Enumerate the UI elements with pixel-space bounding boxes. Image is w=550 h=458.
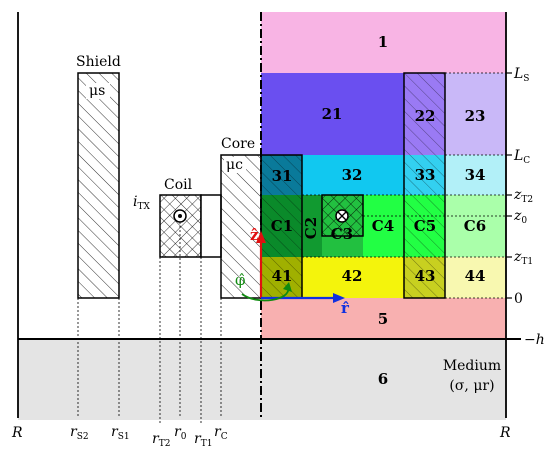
axis-label-z0: z0 [513, 208, 527, 226]
core-hatch-right [261, 155, 302, 298]
phi-arrowhead [283, 282, 292, 292]
region-label-41: 41 [272, 267, 293, 285]
axis-label-zero: 0 [514, 291, 523, 307]
region-label-C3: C3 [331, 225, 353, 243]
coil-current-in-x2 [337, 211, 347, 221]
bottom-label-rS2: rS2 [70, 424, 89, 442]
region-42-fill [302, 257, 404, 298]
axis-label-Ls: LS [513, 66, 529, 84]
region-1-fill [261, 12, 506, 73]
region-label-43: 43 [415, 267, 436, 285]
region-34-fill [445, 155, 506, 195]
core-rect [220, 154, 262, 299]
phi-hat-label: φ̂ [235, 271, 246, 289]
bottom-label-rC: rC [214, 424, 228, 442]
region-label-21: 21 [322, 105, 343, 123]
bottom-label-R-left: R [11, 425, 23, 441]
region-label-44: 44 [465, 267, 486, 285]
region-label-6: 6 [378, 370, 388, 388]
region-label-32: 32 [342, 166, 363, 184]
medium-params: (σ, μr) [449, 378, 494, 394]
region-label-C2: C2 [302, 217, 320, 239]
core-label: Core [221, 136, 255, 152]
z-hat-label: ẑ [250, 226, 259, 244]
shield-mu-label: μs [89, 83, 105, 99]
bottom-label-r0: r0 [174, 424, 187, 442]
itx-label: iTX [133, 194, 150, 212]
core-label-bg [224, 157, 246, 173]
region-C2-fill [302, 195, 322, 257]
axis-label-Lc: LC [513, 148, 530, 166]
region-label-5: 5 [378, 310, 388, 328]
medium-title: Medium [443, 358, 501, 374]
r-axis-arrowhead [333, 293, 345, 303]
region-label-C4: C4 [372, 217, 394, 235]
core-mu-label: μc [226, 157, 243, 173]
coil-current-out-dot [178, 214, 182, 218]
bottom-label-rT1: rT1 [194, 431, 212, 449]
vertical-guides [77, 222, 222, 425]
region-C4-fill [363, 195, 404, 257]
region-label-22: 22 [415, 107, 436, 125]
coil-to-core-plate [200, 194, 222, 258]
region-label-C5: C5 [414, 217, 436, 235]
shield-hatch-right [404, 73, 445, 298]
z-axis-arrowhead [256, 231, 266, 243]
axis-label-zT2: zT2 [513, 187, 533, 205]
bottom-label-R-right: R [499, 425, 511, 441]
shield-label: Shield [76, 54, 121, 70]
region-23-fill [445, 73, 506, 155]
bottom-label-rS1: rS1 [111, 424, 130, 442]
shield-label-bg [86, 83, 110, 99]
region-label-42: 42 [342, 267, 363, 285]
coil-label: Coil [164, 177, 193, 193]
region-21-fill [261, 73, 404, 155]
region-label-C1: C1 [271, 217, 293, 235]
r-hat-label: r̂ [341, 299, 350, 317]
region-label-31: 31 [272, 167, 293, 185]
region-44-fill [445, 257, 506, 298]
right-ticks [506, 72, 512, 299]
region-C6-fill [445, 195, 506, 257]
region-label-23: 23 [465, 107, 486, 125]
shield-rect [77, 72, 120, 299]
bottom-label-rT2: rT2 [152, 431, 170, 449]
region-label-C6: C6 [464, 217, 486, 235]
region-label-33: 33 [415, 166, 436, 184]
region-32-fill [302, 155, 404, 195]
axis-label-zT1: zT1 [513, 249, 533, 267]
region-label-34: 34 [465, 166, 486, 184]
axis-label-minus-h: −h [524, 332, 545, 348]
coil-rect [159, 194, 202, 258]
region-5-fill [261, 298, 506, 339]
region-label-1: 1 [378, 33, 388, 51]
